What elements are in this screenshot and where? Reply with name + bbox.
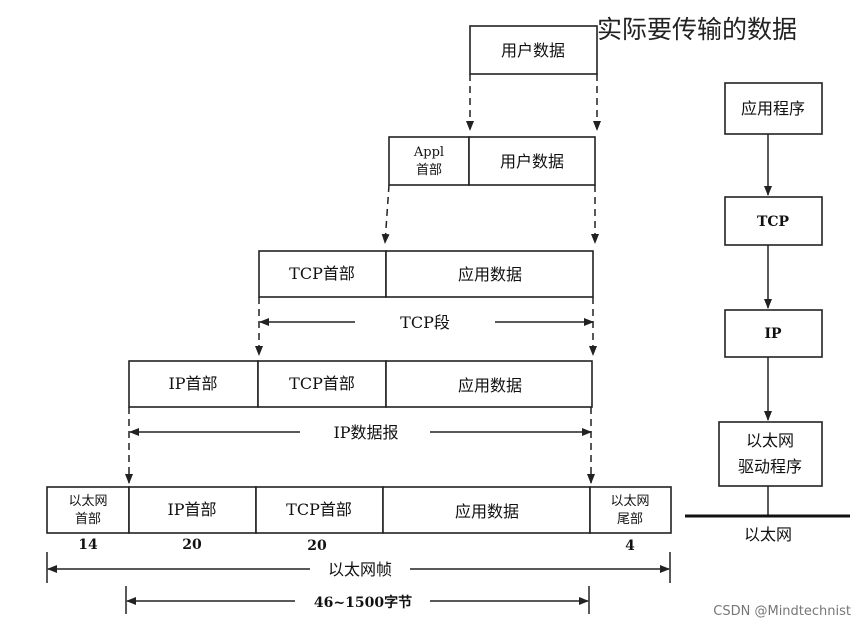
tcp-app-data-label: 应用数据 — [458, 265, 522, 284]
stack-application-label: 应用程序 — [741, 99, 805, 118]
ip-header-box — [128, 360, 259, 408]
ip-header-label: IP首部 — [168, 374, 217, 393]
ip-tcp-header-label: TCP首部 — [289, 374, 355, 393]
size-eth-trailer: 4 — [625, 538, 635, 554]
stack-ip-box — [724, 309, 823, 358]
eth-ip-header-box — [128, 486, 257, 534]
stack-tcp-box — [724, 196, 823, 246]
row-application: Appl 首部 用户数据 — [388, 136, 596, 186]
size-eth-header: 14 — [78, 537, 98, 553]
eth-header-line2: 首部 — [75, 512, 101, 527]
tcp-header-label: TCP首部 — [289, 264, 355, 283]
eth-ip-header-label: IP首部 — [167, 500, 216, 519]
appl-header-line1: Appl — [413, 145, 444, 160]
eth-app-data-box — [382, 486, 591, 534]
eth-header-line1: 以太网 — [68, 494, 107, 509]
app-user-data-box — [468, 136, 596, 186]
stack-tcp-label: TCP — [757, 214, 790, 230]
eth-trailer-line1: 以太网 — [610, 494, 649, 509]
row-user-data: 用户数据 — [469, 25, 598, 75]
row-tcp: TCP首部 应用数据 — [258, 250, 594, 298]
stack-driver-line1: 以太网 — [746, 431, 794, 450]
user-data-label: 用户数据 — [501, 41, 565, 60]
eth-app-data-label: 应用数据 — [455, 502, 519, 521]
eth-tcp-header-label: TCP首部 — [286, 500, 352, 519]
stack-driver-box — [718, 421, 823, 487]
row-ethernet: 以太网 首部 IP首部 TCP首部 应用数据 以太网 尾部 — [46, 486, 672, 534]
eth-tcp-header-box — [255, 486, 384, 534]
diagram-title: 实际要传输的数据 — [597, 15, 797, 44]
size-ip-header: 20 — [182, 537, 202, 553]
stack-driver-line2: 驱动程序 — [738, 457, 802, 476]
eth-frame-label: 以太网帧 — [328, 560, 392, 579]
tcp-app-data-box — [385, 250, 594, 298]
ip-datagram-label: IP数据报 — [333, 423, 398, 442]
app-user-data-label: 用户数据 — [500, 152, 564, 171]
ip-tcp-header-box — [257, 360, 387, 408]
tcp-segment-label: TCP段 — [400, 313, 450, 332]
appl-header-line2: 首部 — [416, 163, 442, 178]
ip-app-data-label: 应用数据 — [458, 376, 522, 395]
appl-header-box — [388, 136, 470, 186]
stack-medium-label: 以太网 — [744, 525, 792, 544]
stack-application-box — [724, 82, 823, 135]
user-data-box — [469, 25, 598, 75]
eth-trailer-box — [589, 486, 672, 534]
stack-ip-label: IP — [764, 326, 782, 342]
payload-size-label: 46~1500字节 — [314, 594, 412, 611]
protocol-stack: 应用程序 TCP IP 以太网 驱动程序 以太网 — [685, 82, 850, 544]
dashed-arrow — [381, 184, 390, 244]
tcp-header-box — [258, 250, 387, 298]
row-ip: IP首部 TCP首部 应用数据 — [128, 360, 593, 408]
eth-trailer-line2: 尾部 — [617, 512, 643, 527]
size-tcp-header: 20 — [307, 538, 327, 554]
watermark: CSDN @Mindtechnist — [713, 604, 851, 619]
ip-app-data-box — [385, 360, 593, 408]
